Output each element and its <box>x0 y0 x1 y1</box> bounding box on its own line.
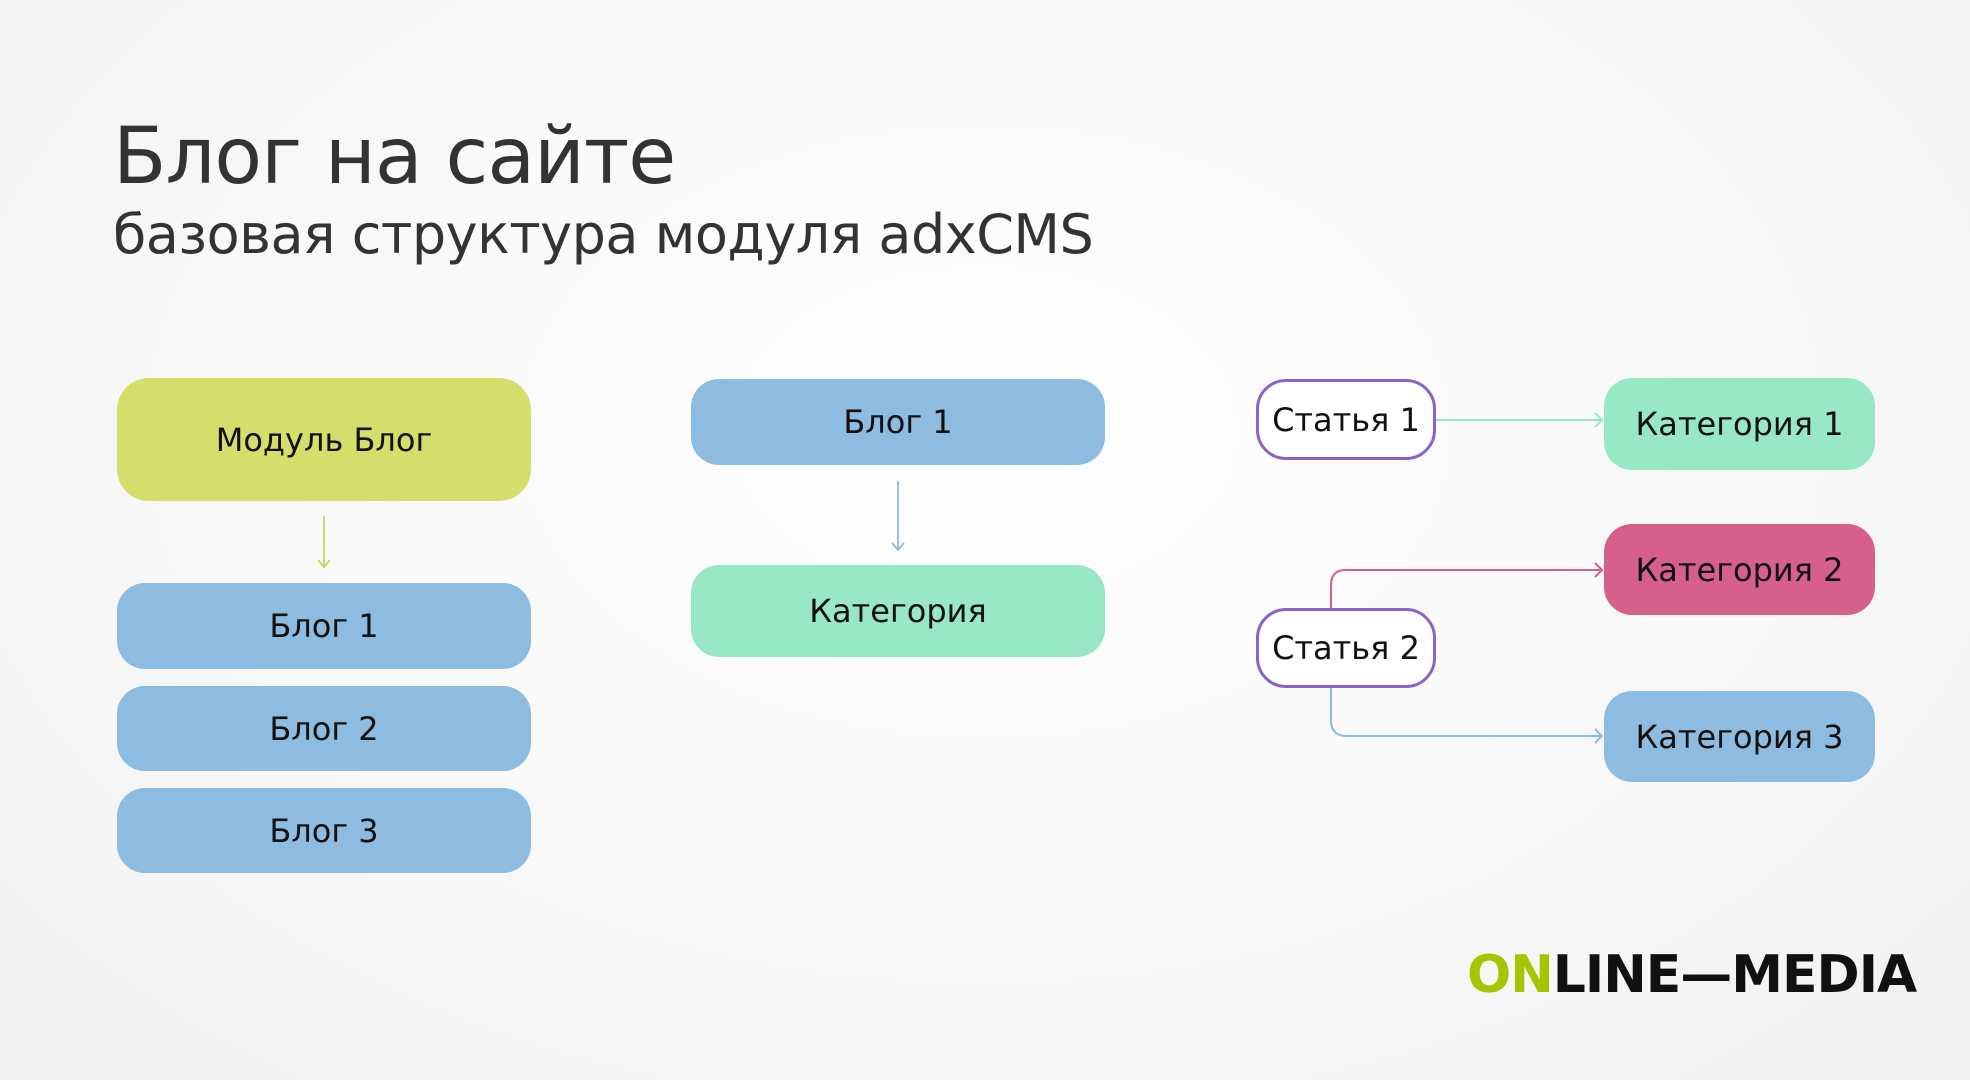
page-subtitle: базовая структура модуля adxCMS <box>113 203 1094 266</box>
category-node-3: Категория 3 <box>1604 691 1875 782</box>
category-node-1: Категория 1 <box>1604 378 1875 470</box>
arrow-article2-to-category2 <box>1330 562 1604 608</box>
arrow-article2-to-category3 <box>1330 688 1604 744</box>
blog-node-2: Блог 2 <box>117 686 531 771</box>
category-node-2: Категория 2 <box>1604 524 1875 615</box>
article-node-2: Статья 2 <box>1256 608 1436 688</box>
online-media-logo: ONLINE—MEDIA <box>1467 945 1918 1005</box>
logo-text: LINE—MEDIA <box>1552 945 1918 1005</box>
logo-accent: ON <box>1467 945 1554 1005</box>
arrow-article1-to-category1 <box>1436 412 1604 428</box>
article-node-1: Статья 1 <box>1256 379 1436 460</box>
page-title: Блог на сайте <box>113 112 676 202</box>
module-blog-node: Модуль Блог <box>117 378 531 501</box>
blog-node-3: Блог 3 <box>117 788 531 873</box>
arrow-blog-to-category <box>891 481 905 552</box>
category-node: Категория <box>691 565 1105 657</box>
blog-node-1: Блог 1 <box>117 583 531 669</box>
blog-node: Блог 1 <box>691 379 1105 465</box>
arrow-module-to-blogs <box>317 516 331 569</box>
